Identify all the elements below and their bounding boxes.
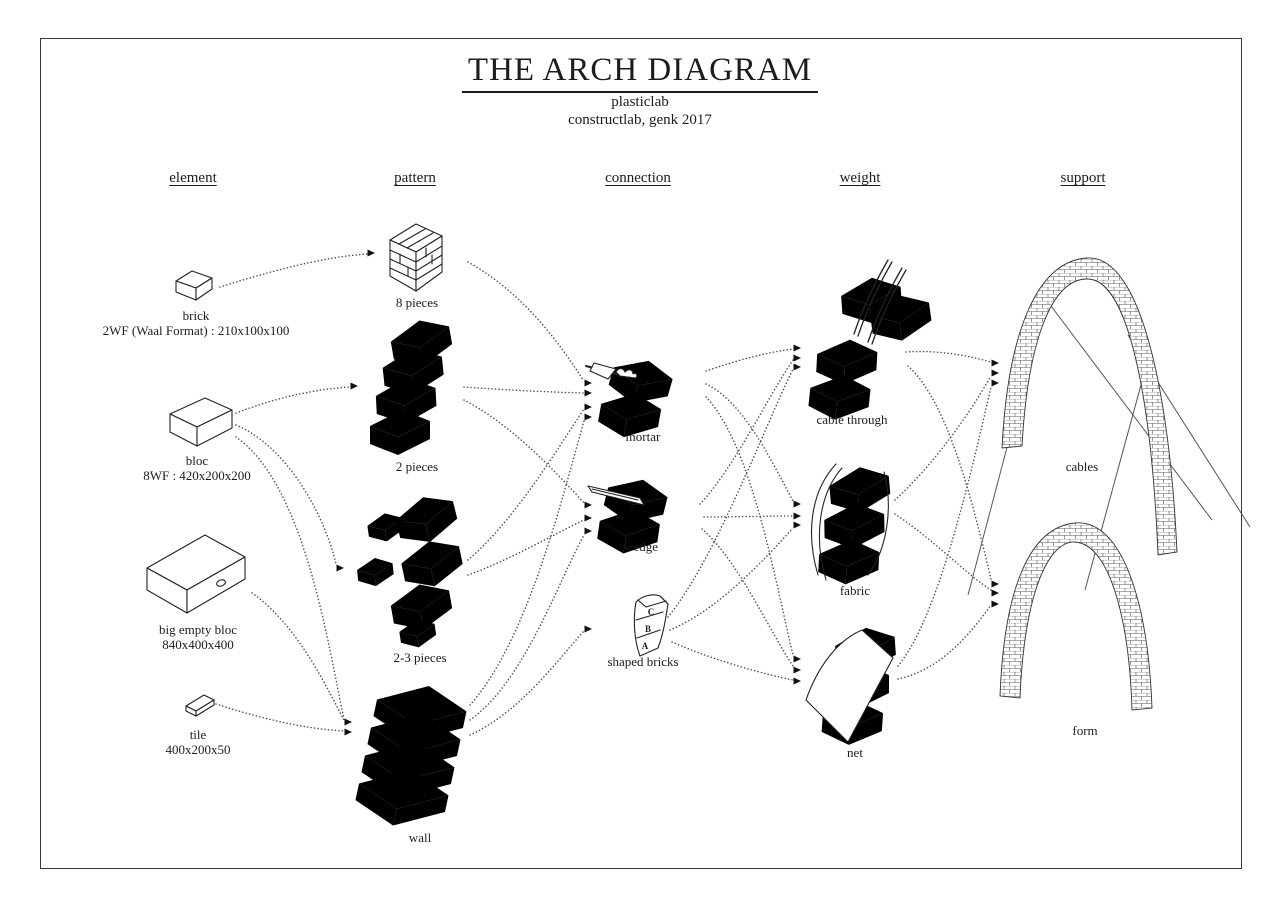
two-three-pieces-stack-icon xyxy=(356,490,467,650)
bloc-icon xyxy=(169,397,233,447)
support-cables-label: cables xyxy=(1065,459,1099,474)
two-pieces-stack-icon xyxy=(370,315,455,455)
mortar-trowel-icon xyxy=(585,352,676,443)
shaped-bricks-icon: C B A xyxy=(633,594,669,657)
column-header-connection: connection xyxy=(605,170,671,186)
shaped-brick-letter-a: A xyxy=(642,641,649,651)
shaped-brick-letter-c: C xyxy=(648,607,655,617)
column-header-weight: weight xyxy=(839,170,881,186)
element-tile-label: tile xyxy=(189,727,207,742)
column-header-element: element xyxy=(169,170,217,186)
pattern-8-pieces-label: 8 pieces xyxy=(395,295,439,310)
page-border xyxy=(40,38,1242,869)
cable-through-icon xyxy=(807,259,934,424)
element-brick-label: brick xyxy=(182,308,210,323)
pattern-wall-label: wall xyxy=(408,830,432,845)
big-empty-bloc-icon xyxy=(146,534,246,614)
credit-line: constructlab, genk 2017 xyxy=(568,112,712,128)
weight-net-label: net xyxy=(847,745,863,760)
column-header-support: support xyxy=(1060,170,1106,186)
element-bloc-label: bloc xyxy=(185,453,209,468)
element-tile-spec: 400x200x50 xyxy=(165,742,231,757)
weight-fabric-label: fabric xyxy=(839,583,871,598)
connection-wedge-label: wedge xyxy=(624,539,658,554)
shaped-brick-letter-b: B xyxy=(645,624,651,634)
dotted-flow-lines xyxy=(215,253,992,736)
tile-icon xyxy=(185,694,215,717)
net-mesh-icon xyxy=(805,625,897,748)
support-form-label: form xyxy=(1072,723,1098,738)
connection-shaped-bricks-label: shaped bricks xyxy=(607,654,679,669)
connection-mortar-label: mortar xyxy=(625,429,661,444)
element-bloc-spec: 8WF : 420x200x200 xyxy=(143,468,251,483)
page-title: THE ARCH DIAGRAM xyxy=(461,52,819,93)
eight-pieces-stack-icon xyxy=(389,223,443,292)
element-big-empty-bloc-spec: 840x400x400 xyxy=(162,637,234,652)
fabric-wrap-icon xyxy=(811,463,892,587)
element-brick-spec: 2WF (Waal Format) : 210x100x100 xyxy=(102,323,290,338)
subtitle: plasticlab xyxy=(611,94,669,110)
cables-arch-icon xyxy=(967,257,1251,596)
wedge-icon xyxy=(587,472,671,558)
element-big-empty-bloc-label: big empty bloc xyxy=(159,622,237,637)
pattern-2-3-pieces-label: 2-3 pieces xyxy=(393,650,447,665)
weight-cable-through-label: cable through xyxy=(816,412,888,427)
pattern-2-pieces-label: 2 pieces xyxy=(395,459,439,474)
column-header-pattern: pattern xyxy=(394,170,436,186)
brick-icon xyxy=(175,270,213,301)
wall-icon xyxy=(351,676,471,836)
form-arch-icon xyxy=(999,522,1153,711)
